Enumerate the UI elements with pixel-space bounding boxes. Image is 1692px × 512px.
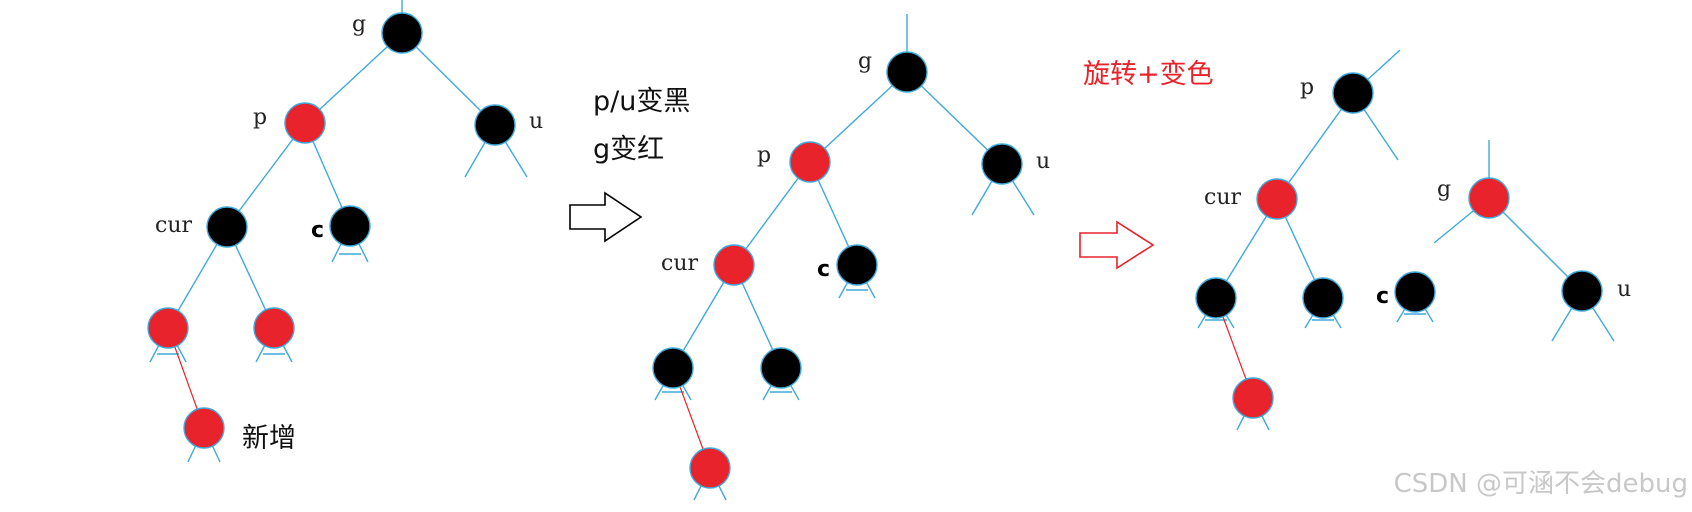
label-cur: cur [1204, 185, 1241, 210]
label-u: u [1036, 149, 1050, 174]
label-cur: cur [155, 213, 192, 238]
step-arrow-recolor: p/u变黑 g变红 [569, 86, 690, 243]
tree-before: g p u cur c 新增 [147, 0, 543, 463]
label-cur: cur [661, 251, 698, 276]
node-new [183, 407, 225, 449]
label-c: c [1376, 284, 1389, 309]
step-rotate-label: 旋转+变色 [1083, 59, 1214, 90]
node-cur [206, 206, 248, 248]
tree-rotated: p cur g c u [1195, 49, 1631, 431]
node-right-child [253, 307, 295, 349]
node-u [1561, 270, 1603, 312]
node-left-child [1195, 277, 1237, 319]
label-u: u [529, 109, 543, 134]
label-p: p [1300, 75, 1314, 100]
node-g [1468, 177, 1510, 219]
label-g: g [352, 12, 366, 37]
node-p [1332, 72, 1374, 114]
label-p: p [757, 143, 771, 168]
step-recolor-line2: g变红 [593, 134, 664, 165]
node-cur [713, 244, 755, 286]
node-left-child [652, 347, 694, 389]
label-g: g [858, 49, 872, 74]
label-g: g [1437, 177, 1451, 202]
step-arrow-rotate: 旋转+变色 [1079, 59, 1214, 270]
node-new [1232, 377, 1274, 419]
arrow-right-icon [569, 191, 643, 243]
node-g [381, 12, 423, 54]
arrow-right-red-icon [1079, 220, 1155, 270]
node-new [689, 447, 731, 489]
step-recolor-line1: p/u变黑 [593, 86, 690, 117]
node-cur [1256, 178, 1298, 220]
label-p: p [253, 105, 267, 130]
node-c [836, 244, 878, 286]
node-u [474, 104, 516, 146]
label-c: c [817, 257, 830, 282]
node-c [1394, 271, 1436, 313]
node-c [329, 205, 371, 247]
node-g [886, 51, 928, 93]
tree-recolored: g p u cur c [652, 14, 1050, 501]
node-right-child [760, 347, 802, 389]
node-right-child [1302, 277, 1344, 319]
label-c: c [311, 218, 324, 243]
node-p [789, 141, 831, 183]
node-left-child [147, 307, 189, 349]
node-p [284, 102, 326, 144]
label-new: 新增 [242, 423, 296, 454]
node-u [981, 143, 1023, 185]
watermark: CSDN @可涵不会debug [1394, 469, 1688, 499]
label-u: u [1617, 277, 1631, 302]
